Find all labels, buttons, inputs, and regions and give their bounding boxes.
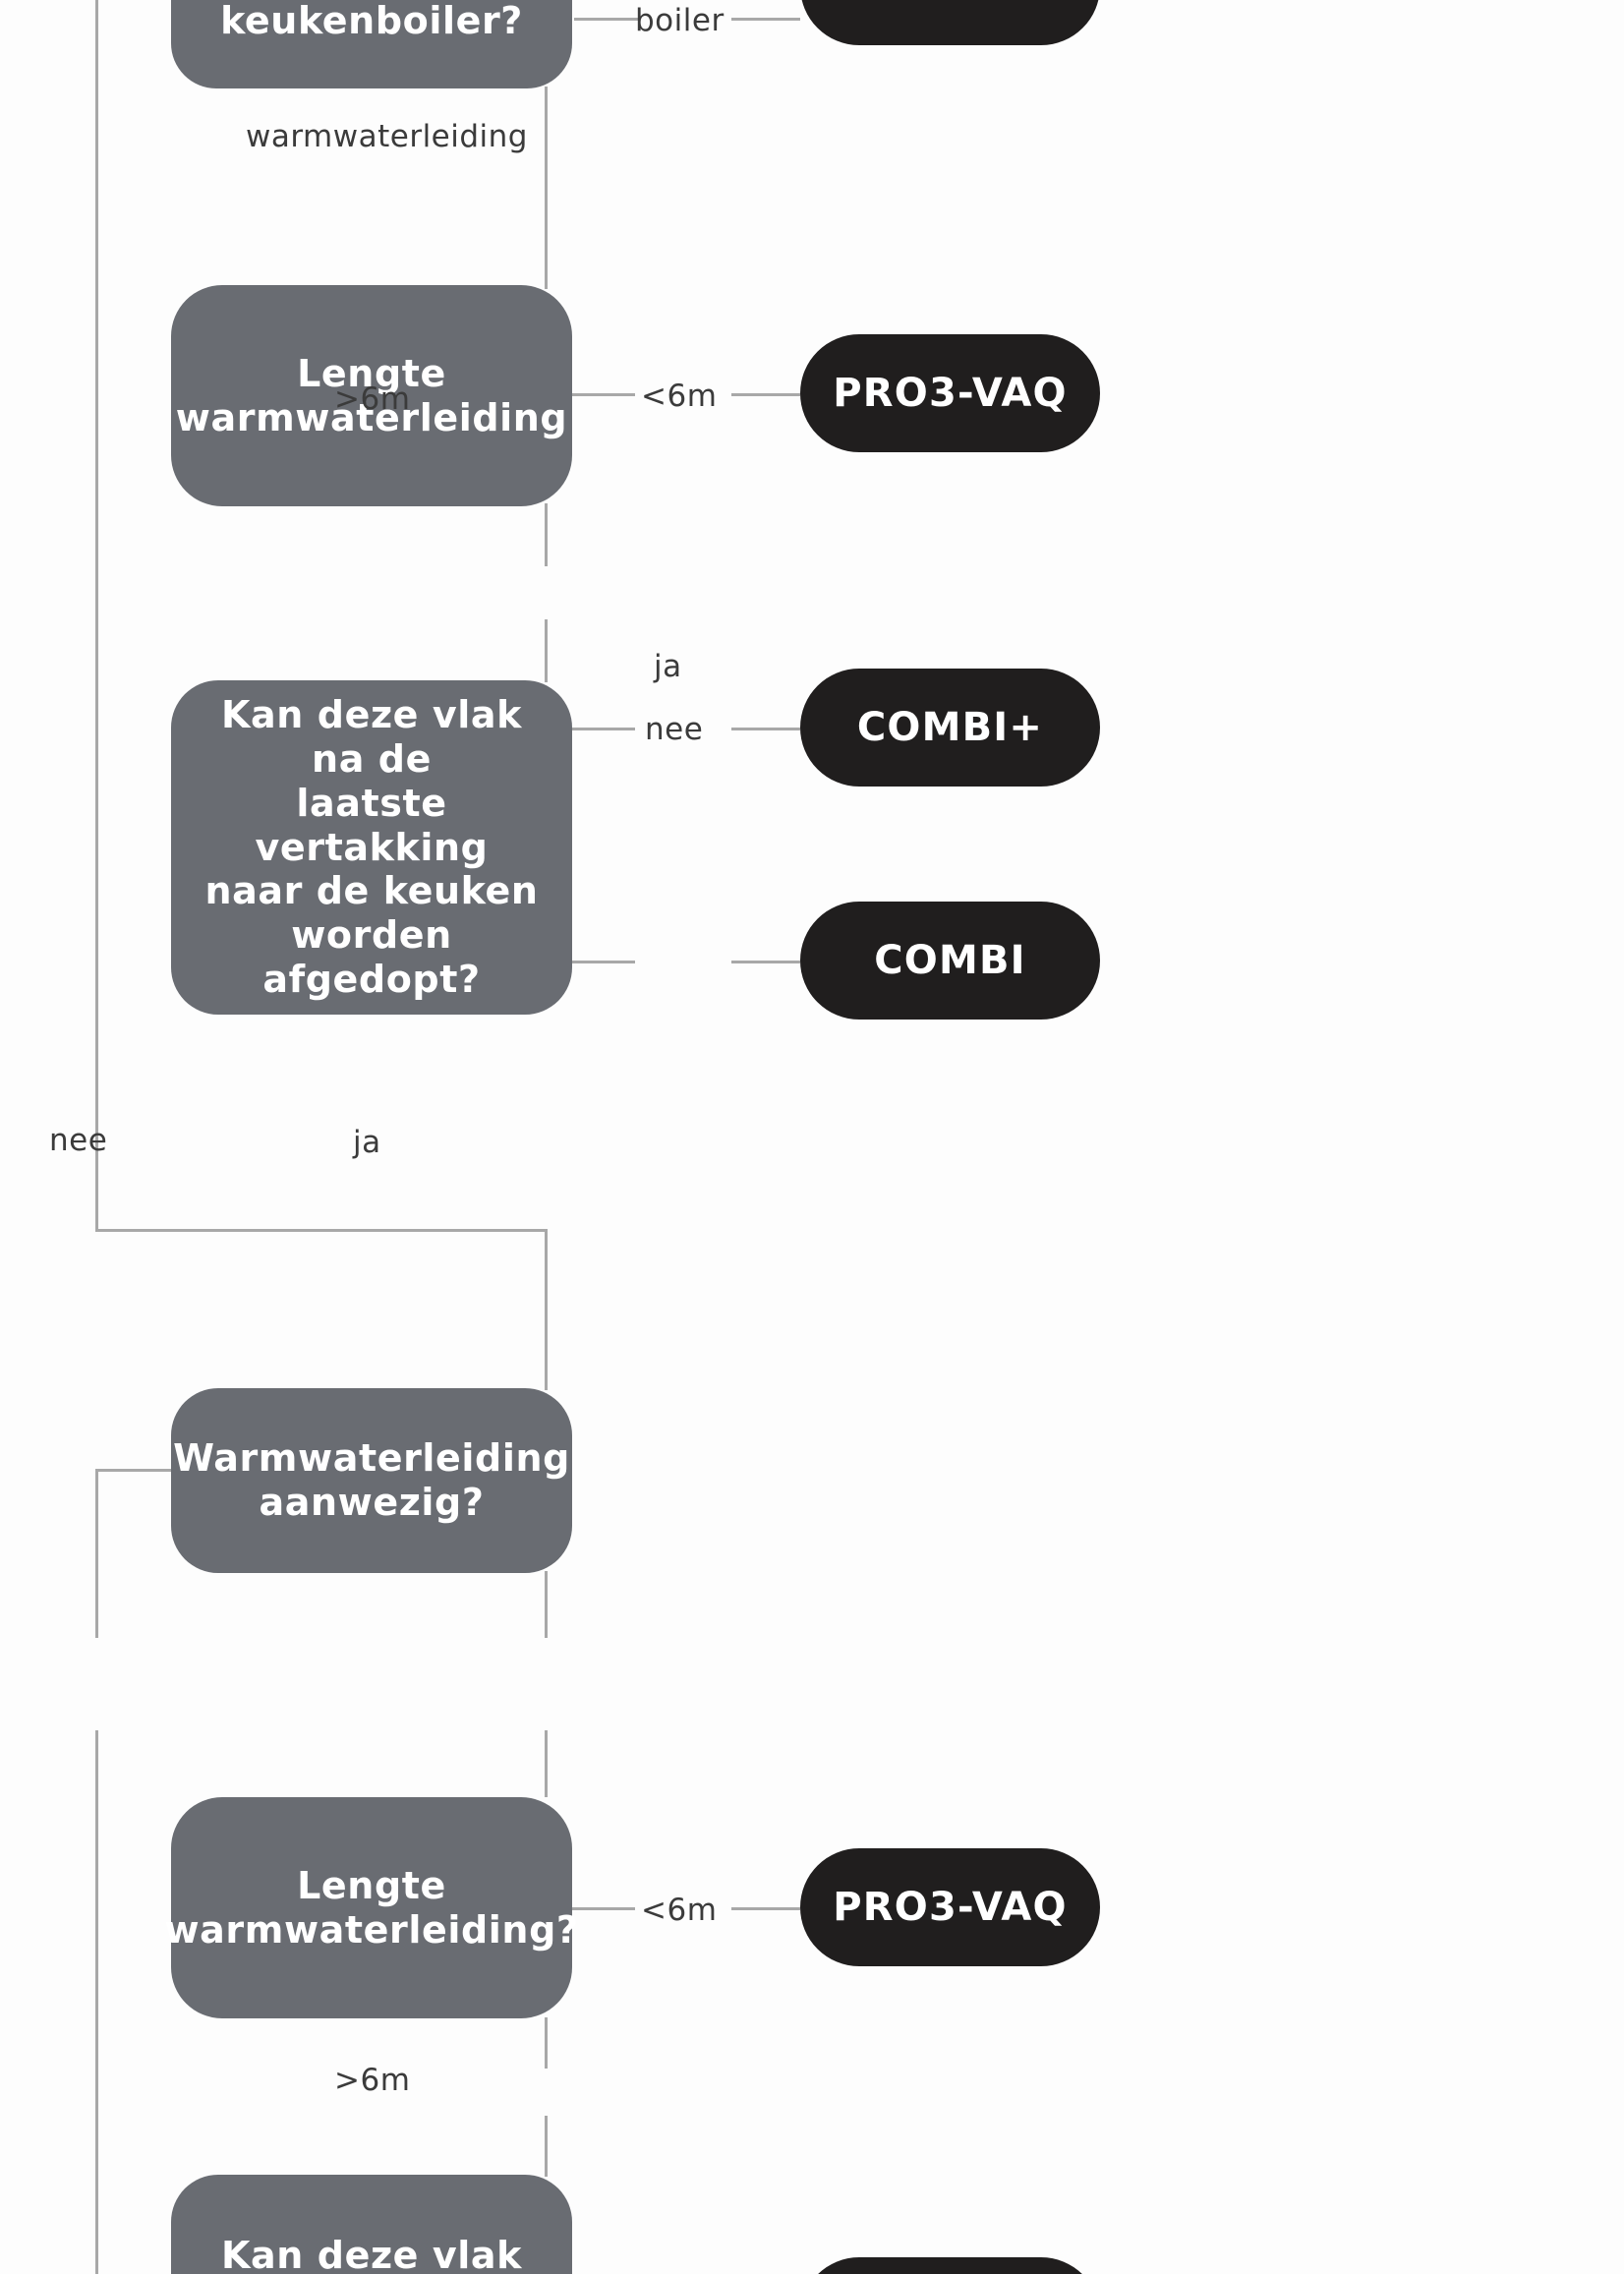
decision-lengte-1-text: Lengte warmwaterleiding xyxy=(176,352,567,440)
decision-afgedopt-1[interactable]: Kan deze vlak na de laatste vertakking n… xyxy=(171,680,572,1015)
connector-lengte1-right-stub xyxy=(568,393,635,396)
decision-lengte-2-text: Lengte warmwaterleiding? xyxy=(164,1864,578,1953)
connector-ja-to-combi xyxy=(731,961,800,963)
connector-lt6m-to-pro3vaq-2 xyxy=(731,1907,800,1910)
connector-lengte2-to-gt6m xyxy=(545,2017,548,2069)
connector-wwl-to-ja xyxy=(545,1571,548,1638)
connector-gt6m-to-afgedopt2 xyxy=(545,2116,548,2177)
terminal-combiplus-label: COMBI+ xyxy=(856,705,1044,750)
connector-gt6m-to-afgedopt1 xyxy=(545,619,548,682)
decision-lengte-warmwaterleiding-2[interactable]: Lengte warmwaterleiding? xyxy=(164,1797,578,2018)
decision-afgedopt-1-line2: laatste vertakking xyxy=(255,781,489,869)
connector-boiler-to-combi-top xyxy=(731,18,800,21)
decision-afgedopt-1-line1: Kan deze vlak na de xyxy=(221,693,522,781)
decision-afgedopt-2[interactable]: Kan deze vlak na de xyxy=(171,2175,572,2274)
edge-label-ja-1: ja xyxy=(654,649,682,684)
terminal-bottom-partial[interactable] xyxy=(800,2257,1100,2274)
connector-nee-spine-lower xyxy=(95,1730,98,2274)
edge-label-nee-1: nee xyxy=(645,712,704,747)
decision-keukenboiler[interactable]: of keukenboiler? xyxy=(171,0,572,88)
connector-lengte2-right-stub xyxy=(568,1907,635,1910)
terminal-combi[interactable]: COMBI xyxy=(800,902,1100,1020)
edge-label-warmwaterleiding: warmwaterleiding xyxy=(246,119,528,154)
connector-keukenboiler-to-lengte1 xyxy=(545,87,548,204)
decision-keukenboiler-label: of keukenboiler? xyxy=(220,0,523,42)
decision-lengte-warmwaterleiding-1[interactable]: Lengte warmwaterleiding xyxy=(171,285,572,506)
connector-ja-to-lengte2 xyxy=(545,1730,548,1797)
connector-lt6m-to-pro3vaq-1 xyxy=(731,393,800,396)
decision-afgedopt-1-line4: worden afgedopt? xyxy=(262,913,481,1002)
terminal-combi-top[interactable]: COMBI xyxy=(800,0,1100,45)
edge-label-lt6m-2: <6m xyxy=(641,1893,718,1928)
decision-afgedopt-1-text: Kan deze vlak na de laatste vertakking n… xyxy=(197,693,547,1002)
connector-afgedopt1-right-stub-ja xyxy=(568,961,635,963)
edge-label-lt6m-1: <6m xyxy=(641,379,718,414)
decision-wwl-aanwezig-line2: aanwezig? xyxy=(259,1481,485,1524)
terminal-pro3vaq-2[interactable]: PRO3-VAQ xyxy=(800,1848,1100,1966)
decision-lengte-1-line2: warmwaterleiding xyxy=(175,395,568,439)
terminal-pro3vaq-2-label: PRO3-VAQ xyxy=(833,1885,1068,1930)
connector-keukenboiler-right-stub xyxy=(574,18,639,21)
terminal-combiplus[interactable]: COMBI+ xyxy=(800,669,1100,787)
edge-label-boiler: boiler xyxy=(635,3,725,38)
connector-left-to-center xyxy=(95,1229,548,1232)
terminal-pro3vaq-1[interactable]: PRO3-VAQ xyxy=(800,334,1100,452)
terminal-combi-label: COMBI xyxy=(874,938,1026,983)
decision-lengte-1-line1: Lengte xyxy=(297,351,446,395)
edge-label-gt6m-2: >6m xyxy=(334,2063,411,2098)
decision-lengte-2-line2: warmwaterleiding? xyxy=(164,1907,579,1952)
connector-into-wwl-aanwezig xyxy=(545,1229,548,1390)
decision-afgedopt-1-line3: naar de keuken xyxy=(204,869,539,913)
decision-afgedopt-2-line1: Kan deze vlak na de xyxy=(221,2234,522,2274)
connector-nee-spine-upper xyxy=(95,1469,98,1638)
edge-label-nee-2: nee xyxy=(49,1123,108,1158)
decision-wwl-aanwezig-line1: Warmwaterleiding xyxy=(173,1436,570,1481)
terminal-combi-top-label: COMBI xyxy=(874,0,1026,7)
connector-lengte1-to-gt6m xyxy=(545,503,548,566)
connector-afgedopt1-right-stub-nee xyxy=(568,728,635,730)
connector-wwl-left-to-nee-spine xyxy=(95,1469,184,1472)
connector-left-spine-top xyxy=(95,0,98,1232)
connector-nee-to-combiplus xyxy=(731,728,800,730)
decision-wwl-aanwezig-text: Warmwaterleiding aanwezig? xyxy=(173,1436,570,1525)
connector-label-warmwaterleiding-to-lengte1 xyxy=(545,169,548,289)
decision-lengte-2-line1: Lengte xyxy=(297,1863,446,1907)
edge-label-gt6m-1: >6m xyxy=(334,381,411,417)
decision-warmwaterleiding-aanwezig[interactable]: Warmwaterleiding aanwezig? xyxy=(171,1388,572,1573)
terminal-pro3vaq-1-label: PRO3-VAQ xyxy=(833,371,1068,416)
edge-label-ja-2: ja xyxy=(353,1125,381,1160)
